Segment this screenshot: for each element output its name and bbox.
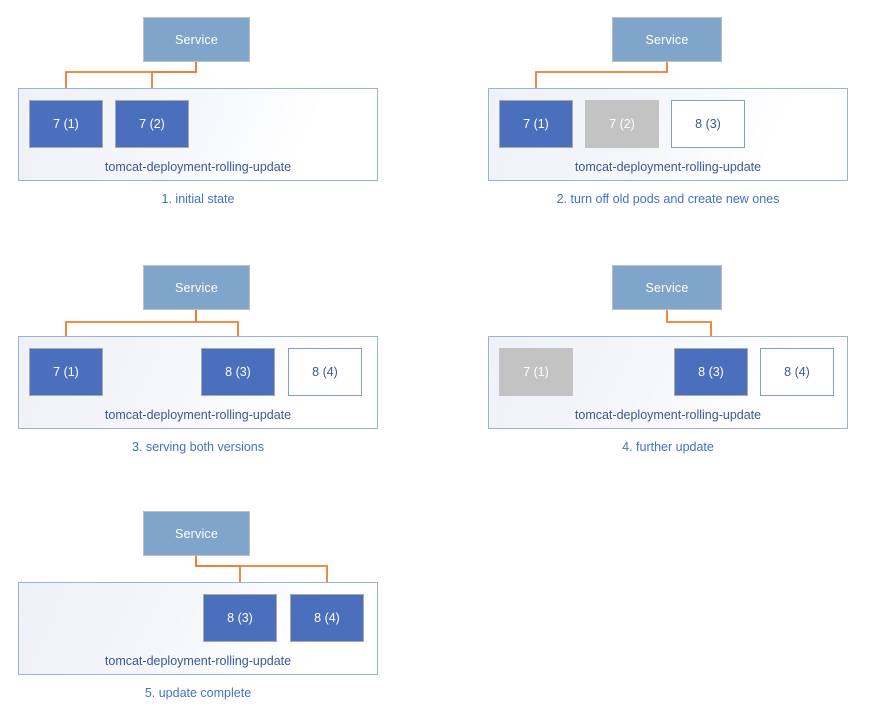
deployment-label: tomcat-deployment-rolling-update [104, 160, 292, 174]
pod-box[interactable]: 7 (1) [499, 348, 573, 396]
panel-caption: 3. serving both versions [131, 440, 264, 454]
pod-box[interactable]: 7 (2) [585, 100, 659, 148]
service-box[interactable]: Service [143, 511, 250, 556]
service-box[interactable]: Service [612, 17, 722, 62]
pod-box[interactable]: 8 (4) [760, 348, 834, 396]
service-box[interactable]: Service [143, 265, 250, 310]
pod-box[interactable]: 8 (3) [203, 594, 277, 642]
pod-box[interactable]: 8 (3) [201, 348, 275, 396]
pod-box[interactable]: 8 (3) [674, 348, 748, 396]
deployment-label: tomcat-deployment-rolling-update [104, 408, 292, 422]
service-box[interactable]: Service [143, 17, 250, 62]
pod-box[interactable]: 8 (4) [290, 594, 364, 642]
deployment-label: tomcat-deployment-rolling-update [104, 654, 292, 668]
pod-box[interactable]: 7 (2) [115, 100, 189, 148]
pod-box[interactable]: 8 (4) [288, 348, 362, 396]
pod-box[interactable]: 8 (3) [671, 100, 745, 148]
pod-box[interactable]: 7 (1) [29, 100, 103, 148]
service-box[interactable]: Service [612, 265, 722, 310]
panel-caption: 5. update complete [144, 686, 252, 700]
deployment-label: tomcat-deployment-rolling-update [574, 160, 762, 174]
panel-caption: 2. turn off old pods and create new ones [556, 192, 780, 206]
deployment-label: tomcat-deployment-rolling-update [574, 408, 762, 422]
panel-caption: 1. initial state [161, 192, 235, 206]
panel-caption: 4. further update [622, 440, 714, 454]
pod-box[interactable]: 7 (1) [29, 348, 103, 396]
pod-box[interactable]: 7 (1) [499, 100, 573, 148]
